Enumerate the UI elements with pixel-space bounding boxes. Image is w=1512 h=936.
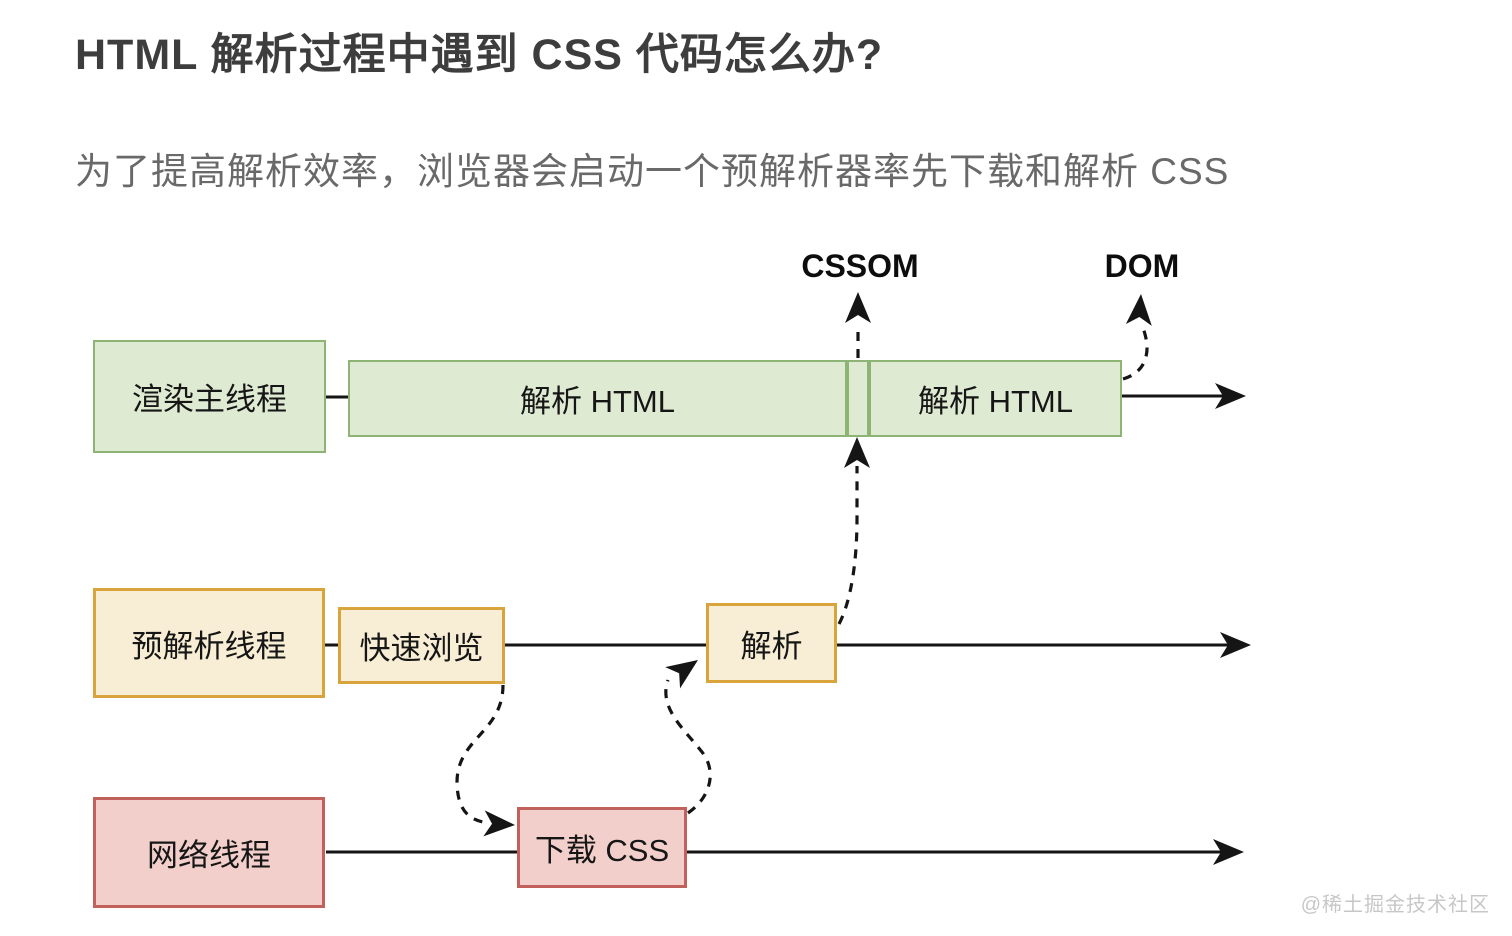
download-to-parse-dashed-curve <box>664 679 712 815</box>
scan-to-download-dashed-curve <box>455 684 505 825</box>
download-css-label: 下载 CSS <box>534 833 670 868</box>
page-subtitle: 为了提高解析效率，浏览器会启动一个预解析器率先下载和解析 CSS <box>75 151 1230 192</box>
network-thread-label-box: 网络线程 <box>93 797 325 908</box>
parse-html-segment-1-label: 解析 HTML <box>520 384 675 419</box>
watermark: @稀土掘金技术社区 <box>1300 894 1490 916</box>
dom-dashed-curve <box>1122 324 1149 381</box>
quick-scan-label: 快速浏览 <box>359 631 484 666</box>
dom-label: DOM <box>1104 248 1180 284</box>
parse-html-segment-2: 解析 HTML <box>869 360 1122 437</box>
parse-css-label: 解析 <box>740 628 803 664</box>
cssom-arrowhead <box>845 292 871 323</box>
parse-arrowhead <box>665 660 698 689</box>
network-thread-label: 网络线程 <box>147 838 271 873</box>
download-css-box: 下载 CSS <box>517 807 687 888</box>
preparse-thread-label: 预解析线程 <box>131 628 287 664</box>
dom-arrowhead <box>1125 294 1152 326</box>
timeline-preparse-arrowhead <box>1220 632 1251 658</box>
parse-to-slice-dashed-curve <box>837 466 859 625</box>
parse-html-segment-2-label: 解析 HTML <box>918 384 1073 419</box>
page-title: HTML 解析过程中遇到 CSS 代码怎么办? <box>75 31 884 79</box>
parse-html-interrupt-slice <box>847 360 869 437</box>
download-arrowhead <box>483 810 515 837</box>
parse-html-segment-1: 解析 HTML <box>348 360 847 437</box>
render-thread-label: 渲染主线程 <box>132 382 287 417</box>
render-thread-label-box: 渲染主线程 <box>93 340 326 453</box>
quick-scan-box: 快速浏览 <box>338 607 505 684</box>
cssom-label: CSSOM <box>801 248 919 284</box>
timeline-network-arrowhead <box>1213 839 1244 865</box>
preparse-thread-label-box: 预解析线程 <box>93 588 325 698</box>
slice-arrowhead <box>844 437 870 468</box>
solid-arrowheads <box>1213 383 1251 865</box>
dashed-arrowheads <box>483 292 1152 837</box>
parse-css-box: 解析 <box>706 603 837 683</box>
timeline-render-arrowhead <box>1215 383 1246 409</box>
